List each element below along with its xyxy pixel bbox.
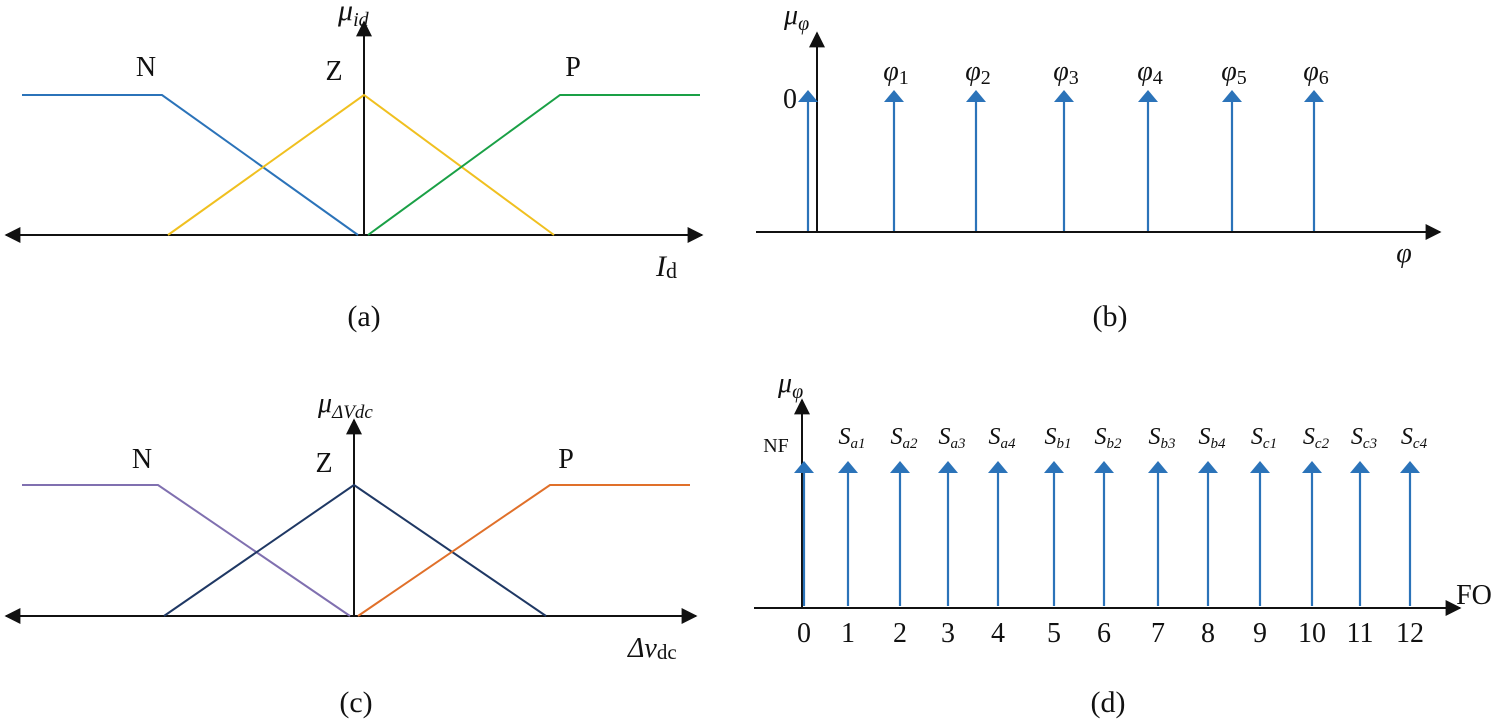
panel_b-singleton-label-4: φ4: [1137, 56, 1163, 89]
panel_b-singleton-label-6: φ6: [1303, 56, 1329, 89]
panel_b-arrowhead-1: [884, 90, 904, 102]
panel_d-arrowhead-8: [1198, 461, 1218, 473]
panel_d-singleton-label-1: Sa1: [839, 424, 866, 452]
panel_d-arrowhead-4: [988, 461, 1008, 473]
panel_b-arrowhead-5: [1222, 90, 1242, 102]
panel_b-arrowhead-3: [1054, 90, 1074, 102]
panel_d-singleton-label-9: Sc1: [1251, 424, 1277, 452]
panel-a-y-axis-label: μid: [337, 0, 370, 31]
panel_b-arrowhead-0: [798, 90, 818, 102]
panel-a-x-axis-label: Id: [655, 250, 677, 283]
panel_d-arrowhead-12: [1400, 461, 1420, 473]
panel-c-y-axis-label: μΔVdc: [317, 388, 373, 423]
panel-c-set-label-p: P: [558, 444, 574, 475]
panel-c-mf-n: [22, 484, 351, 617]
panel-c-set-label-z: Z: [315, 448, 332, 479]
panel_d-singleton-label-12: Sc4: [1401, 424, 1428, 452]
panel_d-tick-10: 10: [1298, 618, 1326, 649]
panel-d: NF 0 Sa1 1 Sa2 2 Sa3 3 Sa4 4 Sb1 5 Sb2 6 Sb3 7 Sb4 8 Sc1 9 S…: [754, 368, 1492, 719]
panel_d-tick-5: 5: [1047, 618, 1061, 649]
panel_d-arrowhead-3: [938, 461, 958, 473]
panel-a-mf-z: [167, 93, 555, 236]
panel_d-tick-9: 9: [1253, 618, 1267, 649]
panel_d-singleton-label-2: Sa2: [891, 424, 919, 452]
panel_d-tick-0: 0: [797, 618, 811, 649]
panel_d-arrowhead-0: [794, 461, 814, 473]
panel_b-arrowhead-2: [966, 90, 986, 102]
panel_b-arrowhead-4: [1138, 90, 1158, 102]
panel-b-y-axis-label: μφ: [783, 0, 809, 35]
panel_d-tick-3: 3: [941, 618, 955, 649]
panel_d-singleton-label-11: Sc3: [1351, 424, 1377, 452]
panel_d-tick-12: 12: [1396, 618, 1424, 649]
panel_d-singleton-label-10: Sc2: [1303, 424, 1330, 452]
panel_d-singleton-label-7: Sb3: [1149, 424, 1176, 452]
panel-c-mf-p: [357, 484, 690, 617]
panel_d-arrowhead-2: [890, 461, 910, 473]
panel_d-singleton-label-3: Sa3: [939, 424, 966, 452]
panel_d-arrowhead-5: [1044, 461, 1064, 473]
panel_d-singleton-label-8: Sb4: [1199, 424, 1227, 452]
panel-a-caption: (a): [347, 300, 380, 333]
panel_d-singleton-label-5: Sb1: [1045, 424, 1072, 452]
panel_d-tick-11: 11: [1347, 618, 1374, 649]
panel_d-arrowhead-11: [1350, 461, 1370, 473]
panel_d-singleton-label-4: Sa4: [989, 424, 1017, 452]
panel_d-arrowhead-7: [1148, 461, 1168, 473]
panel-a: N Z P μid Id (a): [4, 0, 704, 333]
panel_b-singleton-label-1: φ1: [883, 56, 909, 89]
panel-a-mf-n: [22, 94, 359, 236]
panel_d-arrowhead-1: [838, 461, 858, 473]
panel-a-set-label-z: Z: [325, 56, 342, 87]
panel_b-singleton-label-2: φ2: [965, 56, 991, 89]
panel_b-singleton-label-3: φ3: [1053, 56, 1079, 89]
panel-c-set-label-n: N: [132, 444, 152, 475]
panel-a-mf-p: [367, 94, 700, 236]
panel_d-tick-2: 2: [893, 618, 907, 649]
panel_d-arrowhead-10: [1302, 461, 1322, 473]
panel-b-caption: (b): [1093, 300, 1128, 333]
panel-c-x-axis-label: Δvdc: [627, 633, 677, 664]
panel_d-tick-7: 7: [1151, 618, 1165, 649]
panel_d-tick-6: 6: [1097, 618, 1111, 649]
panel-d-caption: (d): [1091, 686, 1126, 719]
panel-c-caption: (c): [339, 686, 372, 719]
panel-b-singletons: 0 φ1 φ2 φ3 φ4 φ5 φ6: [783, 56, 1329, 231]
panel_b-singleton-label-0: 0: [783, 84, 797, 115]
panel-d-singletons: NF 0 Sa1 1 Sa2 2 Sa3 3 Sa4 4 Sb1 5 Sb2 6 Sb3 7 Sb4 8 Sc1 9 S…: [763, 424, 1427, 649]
panel_d-singleton-label-6: Sb2: [1095, 424, 1123, 452]
panel_d-arrowhead-9: [1250, 461, 1270, 473]
panel-a-set-label-n: N: [136, 52, 156, 83]
panel_b-arrowhead-6: [1304, 90, 1324, 102]
panel-b-x-axis-label: φ: [1396, 238, 1412, 269]
panel_d-tick-1: 1: [841, 618, 855, 649]
panel-c: N Z P μΔVdc Δvdc (c): [4, 388, 698, 719]
panel-b: 0 φ1 φ2 φ3 φ4 φ5 φ6 μφ φ (b): [756, 0, 1442, 333]
panel-a-set-label-p: P: [565, 52, 581, 83]
panel_d-tick-4: 4: [991, 618, 1005, 649]
panel_d-singleton-label-0: NF: [763, 435, 789, 457]
panel_b-singleton-label-5: φ5: [1221, 56, 1247, 89]
panel_d-arrowhead-6: [1094, 461, 1114, 473]
panel-d-x-axis-label: FO: [1456, 580, 1492, 611]
panel_d-tick-8: 8: [1201, 618, 1215, 649]
panel-c-mf-z: [163, 483, 547, 617]
panel-d-y-axis-label: μφ: [777, 368, 803, 403]
